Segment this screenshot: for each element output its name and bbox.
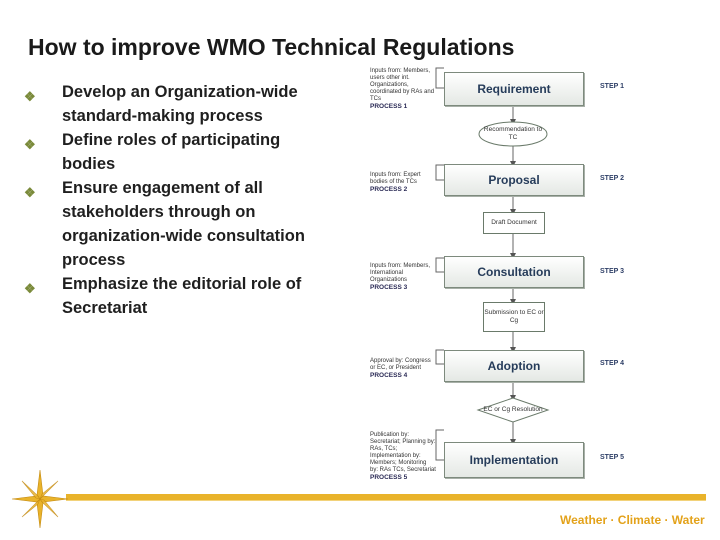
diamond-bullet-icon: ❖ — [24, 281, 36, 296]
box-adoption: Adoption — [444, 350, 584, 382]
diamond-bullet-icon: ❖ — [24, 89, 36, 104]
bullet-item: ❖ Define roles of participating bodies — [24, 128, 324, 176]
bullet-list: ❖ Develop an Organization-wide standard-m… — [24, 80, 324, 320]
step-label-5: STEP 5 — [600, 454, 624, 461]
box-implementation: Implementation — [444, 442, 584, 478]
diamond-bullet-icon: ❖ — [24, 137, 36, 152]
box-consultation: Consultation — [444, 256, 584, 288]
footer-bar — [66, 494, 706, 500]
process-label: PROCESS 1 — [370, 103, 408, 110]
slide-title: How to improve WMO Technical Regulations — [28, 34, 515, 60]
bullet-text: Emphasize the editorial role of Secretar… — [62, 275, 302, 317]
diamond-bullet-icon: ❖ — [24, 185, 36, 200]
footer-bar-line — [66, 500, 706, 501]
note-text: Publication by: Secretariat; Planning by… — [370, 432, 436, 473]
note-text: Inputs from: Expert bodies of the TCs — [370, 172, 421, 185]
bullet-text: Define roles of participating bodies — [62, 131, 281, 173]
bullet-item: ❖ Ensure engagement of all stakeholders t… — [24, 176, 324, 272]
note-text: Inputs from: Members, International Orga… — [370, 263, 431, 283]
box-requirement: Requirement — [444, 72, 584, 106]
flow-connectors — [435, 67, 550, 461]
footer-slogan: Weather · Climate · Water — [560, 513, 705, 527]
note-process-5: Publication by: Secretariat; Planning by… — [370, 432, 436, 481]
step-label-2: STEP 2 — [600, 175, 624, 182]
note-process-3: Inputs from: Members, International Orga… — [370, 263, 436, 291]
resolution-label: EC or Cg Resolution — [483, 406, 543, 413]
wmo-star-logo-icon — [11, 469, 69, 529]
resolution-diamond — [476, 397, 550, 423]
process-label: PROCESS 4 — [370, 372, 408, 379]
step-label-3: STEP 3 — [600, 268, 624, 275]
bullet-text: Develop an Organization-wide standard-ma… — [62, 83, 298, 125]
note-text: Approval by: Congress or EC, or Presiden… — [370, 358, 431, 371]
note-text: Inputs from: Members, users other int. O… — [370, 68, 435, 102]
process-label: PROCESS 3 — [370, 284, 408, 291]
bullet-text: Ensure engagement of all stakeholders th… — [62, 179, 305, 269]
draft-document: Draft Document — [483, 212, 545, 234]
box-proposal: Proposal — [444, 164, 584, 196]
bullet-item: ❖ Develop an Organization-wide standard-m… — [24, 80, 324, 128]
process-flowchart: Requirement Proposal Consultation Adopti… — [360, 60, 660, 500]
process-label: PROCESS 2 — [370, 186, 408, 193]
step-label-1: STEP 1 — [600, 83, 624, 90]
note-process-2: Inputs from: Expert bodies of the TCs PR… — [370, 172, 436, 193]
bullet-item: ❖ Emphasize the editorial role of Secreta… — [24, 272, 324, 320]
note-process-4: Approval by: Congress or EC, or Presiden… — [370, 358, 436, 379]
note-process-1: Inputs from: Members, users other int. O… — [370, 68, 436, 110]
submission-document: Submission to EC or Cg — [483, 302, 545, 332]
recommendation-ellipse — [478, 121, 548, 147]
step-label-4: STEP 4 — [600, 360, 624, 367]
process-label: PROCESS 5 — [370, 474, 408, 481]
recommendation-label: Recommendation to TC — [483, 126, 543, 141]
